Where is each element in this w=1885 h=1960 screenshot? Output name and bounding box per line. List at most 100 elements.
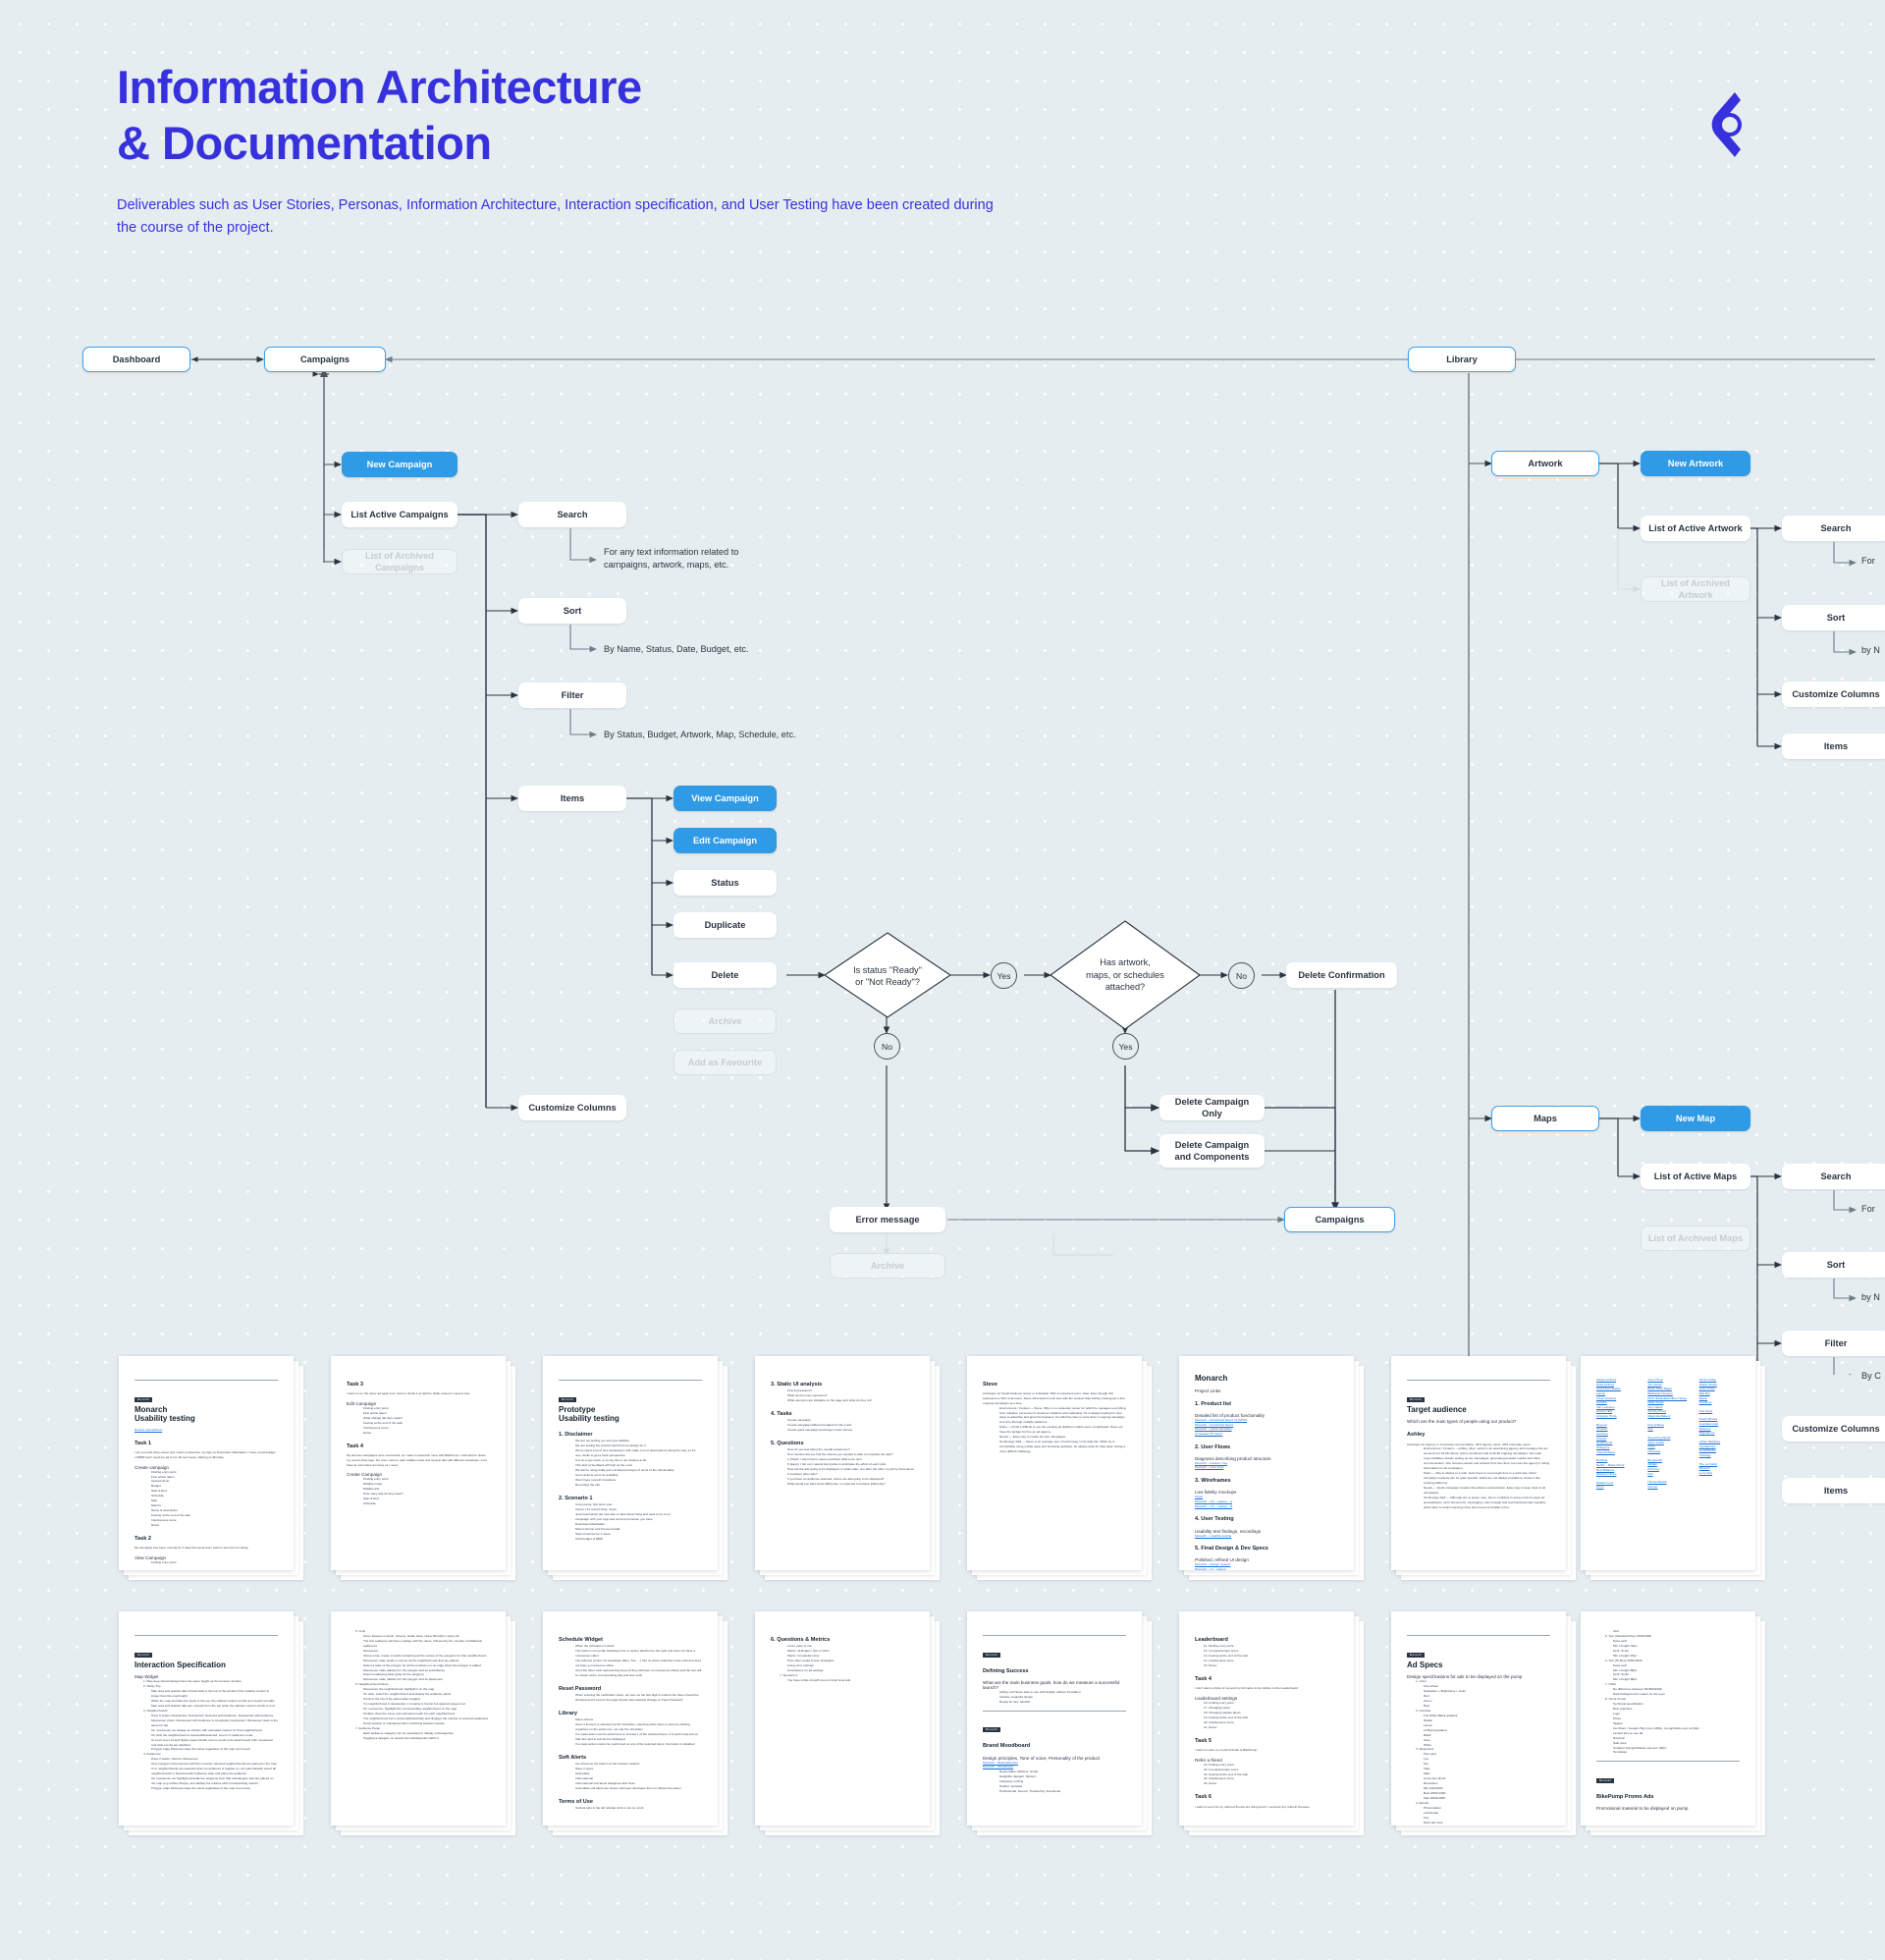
node-campaigns-end[interactable]: Campaigns (1284, 1207, 1395, 1232)
node-campaigns[interactable]: Campaigns (264, 347, 386, 372)
node-sort[interactable]: Sort (518, 598, 626, 624)
node-error-message[interactable]: Error message (830, 1207, 945, 1232)
node-search[interactable]: Search (518, 502, 626, 527)
node-delete-campaign-and-components[interactable]: Delete Campaign and Components (1159, 1134, 1265, 1168)
node-list-active-campaigns[interactable]: List Active Campaigns (342, 502, 458, 527)
node-view-campaign[interactable]: View Campaign (673, 786, 777, 811)
connector-yes-1: Yes (991, 962, 1017, 989)
node-status[interactable]: Status (673, 870, 777, 896)
node-artwork-sort[interactable]: Sort (1782, 605, 1885, 630)
note-filter: By Status, Budget, Artwork, Map, Schedul… (604, 730, 796, 739)
note-maps-filter: By C (1861, 1371, 1881, 1381)
node-new-campaign[interactable]: New Campaign (342, 452, 458, 477)
node-delete[interactable]: Delete (673, 962, 777, 988)
node-list-archived-artwork[interactable]: List of Archived Artwork (1641, 576, 1750, 602)
node-archive-end[interactable]: Archive (830, 1253, 945, 1279)
node-artwork-customize-columns[interactable]: Customize Columns (1782, 681, 1885, 707)
node-filter[interactable]: Filter (518, 682, 626, 708)
node-maps-search[interactable]: Search (1782, 1164, 1885, 1189)
node-duplicate[interactable]: Duplicate (673, 912, 777, 938)
node-new-map[interactable]: New Map (1641, 1106, 1750, 1131)
note-artwork-sort: by N (1861, 645, 1880, 655)
page-title-line-2: & Documentation (117, 117, 492, 170)
node-new-artwork[interactable]: New Artwork (1641, 451, 1750, 476)
decision-status-ready-label: Is status "Ready" or "Not Ready"? (853, 964, 922, 987)
node-list-archived-campaigns[interactable]: List of Archived Campaigns (342, 549, 458, 574)
node-edit-campaign[interactable]: Edit Campaign (673, 828, 777, 853)
page-subtitle: Deliverables such as User Stories, Perso… (117, 196, 994, 236)
page-title-line-1: Information Architecture (117, 61, 642, 113)
page-title: Information Architecture & Documentation (117, 59, 1000, 172)
node-list-active-artwork[interactable]: List of Active Artwork (1641, 516, 1750, 541)
node-items[interactable]: Items (518, 786, 626, 811)
node-maps[interactable]: Maps (1491, 1106, 1599, 1131)
node-maps-customize-columns[interactable]: Customize Columns (1782, 1416, 1885, 1442)
node-maps-sort[interactable]: Sort (1782, 1252, 1885, 1278)
node-artwork-search[interactable]: Search (1782, 516, 1885, 541)
node-delete-confirmation[interactable]: Delete Confirmation (1286, 962, 1397, 988)
node-dashboard[interactable]: Dashboard (82, 347, 190, 372)
connector-yes-2: Yes (1112, 1033, 1139, 1060)
note-artwork-search: For (1861, 556, 1875, 566)
node-artwork[interactable]: Artwork (1491, 451, 1599, 476)
note-search: For any text information related to camp… (604, 547, 739, 571)
connector-no-2: No (1228, 962, 1255, 989)
node-artwork-items[interactable]: Items (1782, 734, 1885, 759)
note-maps-search: For (1861, 1204, 1875, 1214)
node-archive[interactable]: Archive (673, 1008, 777, 1034)
node-delete-campaign-only[interactable]: Delete Campaign Only (1159, 1095, 1265, 1120)
node-maps-items[interactable]: Items (1782, 1478, 1885, 1503)
node-list-active-maps[interactable]: List of Active Maps (1641, 1164, 1750, 1189)
node-add-as-favourite[interactable]: Add as Favourite (673, 1050, 777, 1075)
node-list-archived-maps[interactable]: List of Archived Maps (1641, 1225, 1750, 1251)
node-customize-columns[interactable]: Customize Columns (518, 1095, 626, 1120)
node-maps-filter[interactable]: Filter (1782, 1331, 1885, 1356)
node-library[interactable]: Library (1408, 347, 1516, 372)
